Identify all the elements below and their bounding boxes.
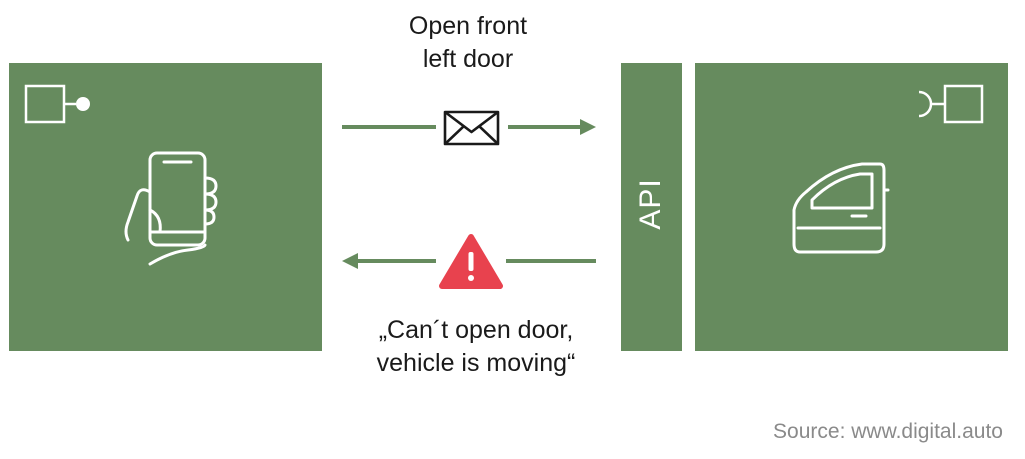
- hand-holding-phone-icon: [124, 151, 218, 266]
- api-bar: [621, 63, 682, 351]
- request-message-line-1: Open front: [408, 12, 528, 40]
- response-message-label: „Can´t open door, vehicle is moving“: [377, 314, 576, 380]
- client-app-box: [9, 63, 322, 351]
- provided-interface-icon: [24, 84, 90, 124]
- envelope-icon: [443, 110, 500, 146]
- response-message-line-1: „Can´t open door,: [378, 316, 574, 344]
- response-arrow: [342, 253, 596, 269]
- request-arrow: [342, 119, 596, 135]
- source-caption: Source: www.digital.auto: [773, 420, 1003, 443]
- request-message-line-2: left door: [422, 45, 514, 73]
- car-door-icon: [792, 162, 890, 254]
- response-message-line-2: vehicle is moving“: [376, 349, 576, 377]
- warning-icon: [439, 234, 503, 289]
- request-message-label: Open front left door: [409, 10, 527, 76]
- required-interface-icon: [918, 84, 984, 124]
